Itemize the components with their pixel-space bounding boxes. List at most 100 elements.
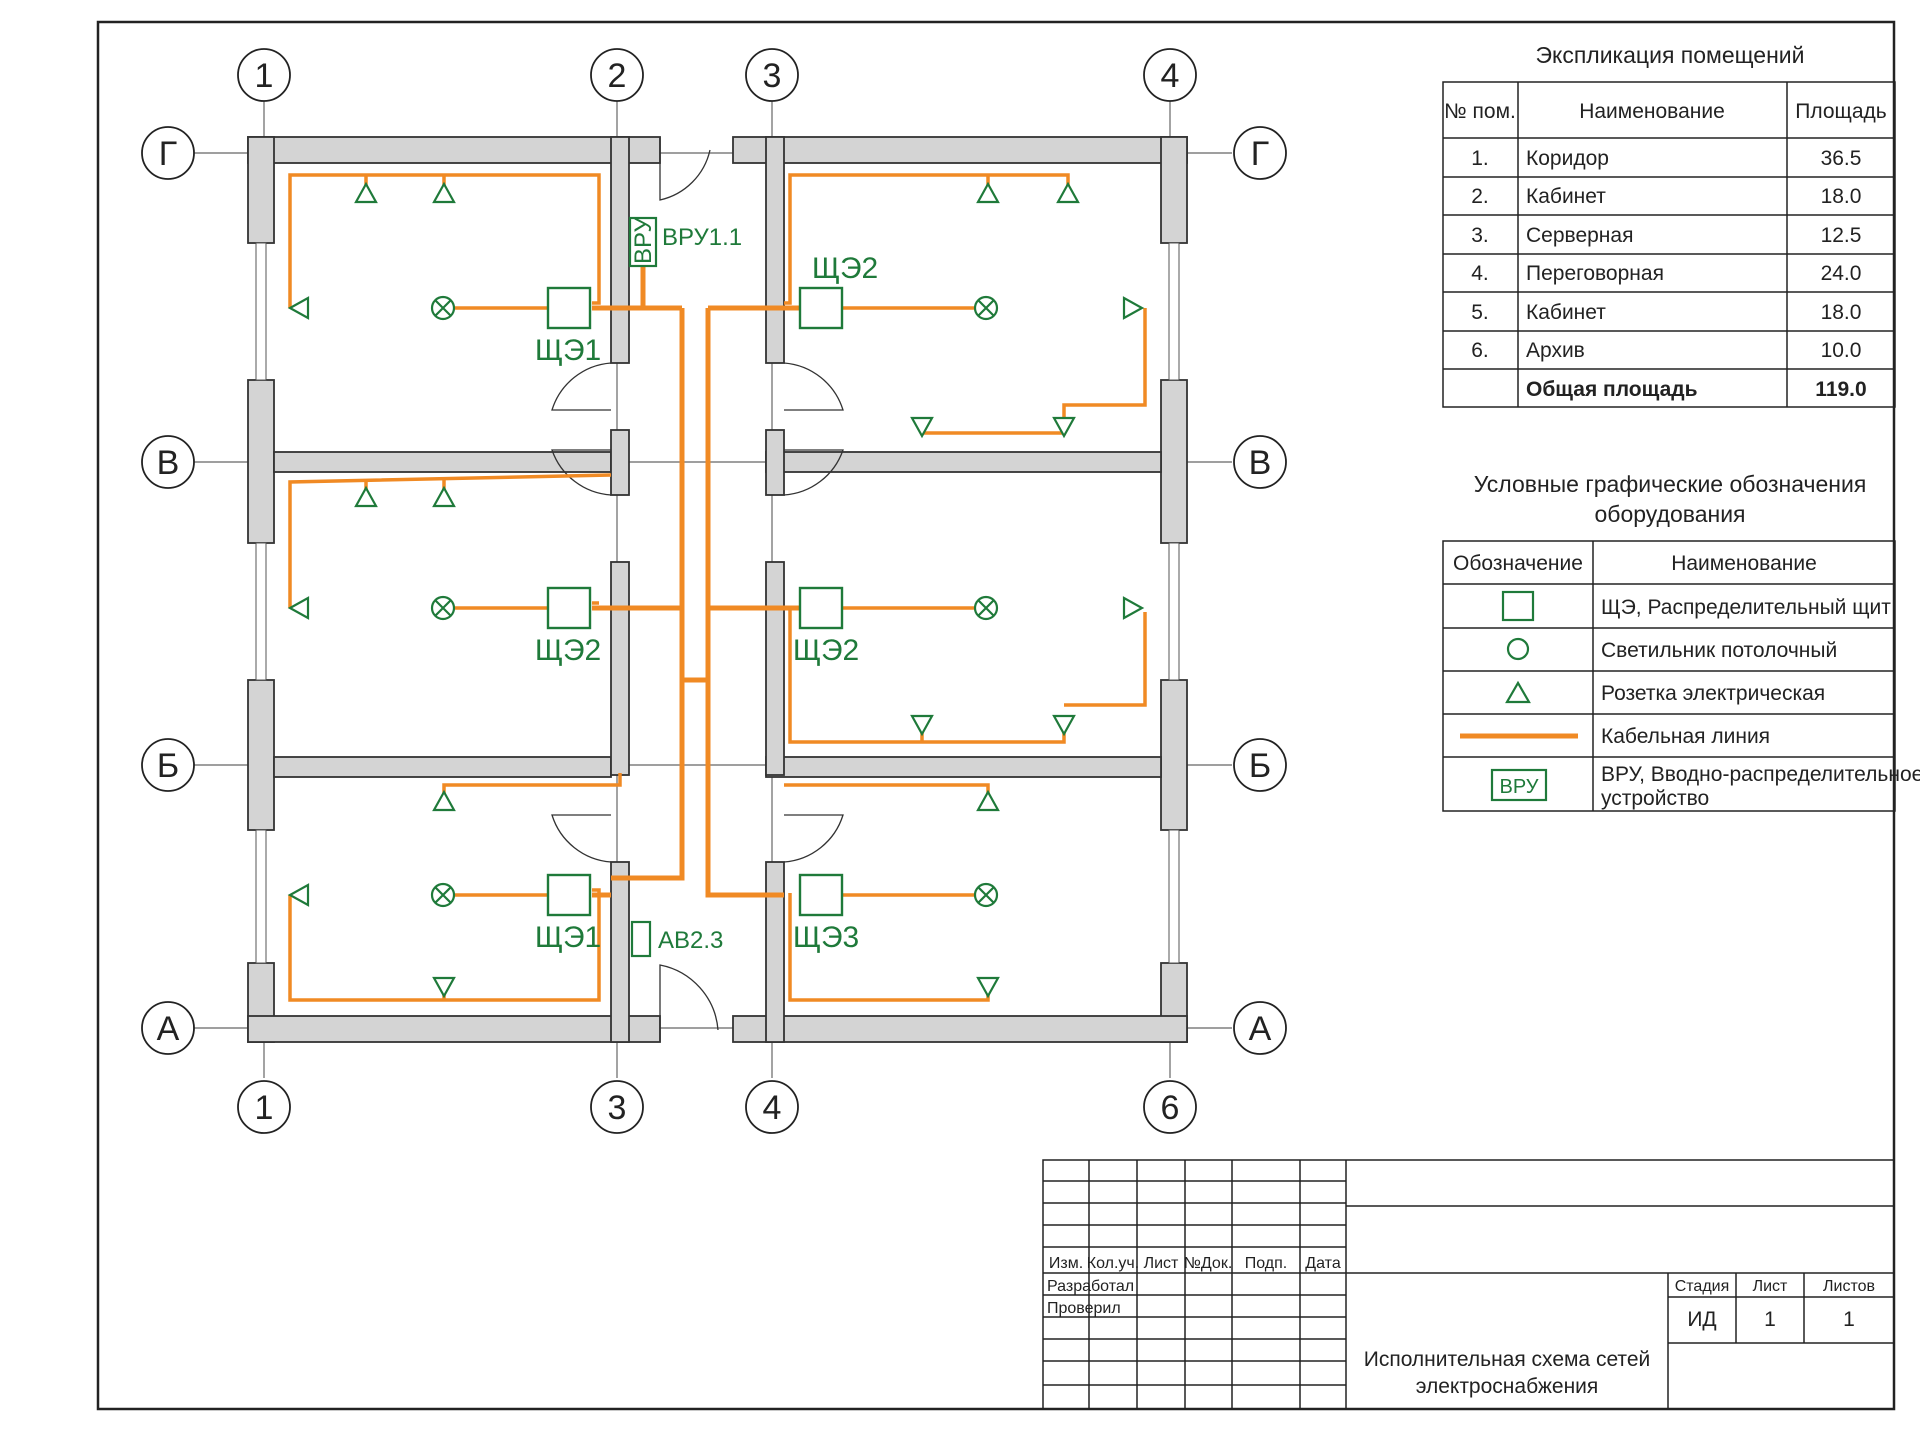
table-cell: 3. [1471,224,1489,247]
partition-right-lower [765,756,1162,778]
explication-frame [1442,81,1896,408]
grid-bubble-left-4 [141,1001,195,1055]
luminaire-icon [1506,637,1530,661]
drawing-frame [96,20,1896,1411]
table-cell: Серверная [1526,224,1633,247]
legend-text: Светильник потолочный [1601,639,1837,662]
table-cell: 18.0 [1821,301,1862,324]
grid-label-top-3: 3 [763,57,782,95]
title-block: Изм. Кол.уч. Лист №Док. Подп. Дата Разра… [1042,1159,1895,1410]
stage-value: 1 [1843,1308,1855,1331]
cable-branch [784,173,1070,305]
cable-riser-right [705,308,784,898]
title-block-header: Лист [1144,1255,1179,1272]
socket-icon [976,181,1000,204]
socket-icon [432,789,456,812]
legend-text: ЩЭ, Распределительный щит [1601,596,1891,619]
panel-icon [798,873,844,917]
vru-box-label: ВРУ [630,217,657,264]
grid-label-left-3: Б [157,747,179,785]
explication-title: Экспликация помещений [1535,42,1804,68]
table-cell: 4. [1471,262,1489,285]
window [1168,242,1180,381]
title-block-header: Кол.уч. [1087,1255,1139,1272]
vru-icon [628,216,658,268]
socket-icon [910,416,934,439]
explication-total-value: 119.0 [1815,378,1866,401]
grid-bubble-top-3 [745,48,799,102]
socket-icon [1122,596,1145,620]
distribution-panels [546,286,844,917]
wall-corridor-right [765,861,785,1043]
luminaires [430,295,999,908]
grid-bubble-right-2 [1233,435,1287,489]
table-cell: 6. [1471,339,1489,362]
legend-title-line1: Условные графические обозначения [1474,471,1867,497]
legend-frame [1442,540,1896,812]
panel-icon [798,286,844,330]
socket-icon [910,714,934,737]
luminaire-icon [430,882,456,908]
window [1168,829,1180,964]
cable-riser-left [611,308,685,881]
explication-header-name: Наименование [1579,100,1725,123]
socket-icon [1052,416,1076,439]
panel-label: ЩЭ3 [793,921,859,954]
grid-bubble-right-1 [1233,126,1287,180]
grid-label-right-3: Б [1249,747,1271,785]
wall-left-segment [247,136,275,244]
grid-bubble-right-3 [1233,738,1287,792]
title-block-header: Изм. [1049,1255,1083,1272]
explication-total-label: Общая площадь [1526,378,1698,401]
luminaire-icon [973,595,999,621]
panel-icon [1501,590,1535,622]
cable-branch [288,173,601,308]
wall-top-right [732,136,1188,164]
cable-branch [288,473,612,608]
luminaire-icon [430,295,456,321]
table-cell: Переговорная [1526,262,1664,285]
wall-corridor-right [765,561,785,776]
legend-vru-symbol-text: ВРУ [1500,776,1539,798]
door-swing [783,362,844,411]
grid-bubble-right-4 [1233,1001,1287,1055]
window [255,542,267,681]
cable-branch [288,888,601,1002]
wall-corridor-left [610,136,630,364]
socket-icon [1056,181,1080,204]
legend-header-symbol: Обозначение [1453,552,1583,575]
door-swing-entrance [659,137,711,201]
door-swing [551,814,612,863]
legend-text: ВРУ, Вводно-распределительное [1601,763,1920,786]
socket-icon [976,976,1000,999]
panel-label: ЩЭ1 [535,334,601,367]
partition-right-upper [765,451,1162,473]
stage-header: Стадия [1675,1278,1730,1295]
table-cell: 18.0 [1821,185,1862,208]
title-block-header: Дата [1305,1255,1341,1272]
grid-label-bottom-4: 6 [1161,1089,1180,1127]
grid-bubble-bottom-4 [1143,1080,1197,1134]
vru-label: ВРУ1.1 [662,224,742,251]
cable-branch [922,308,1147,435]
grid-bubble-left-2 [141,435,195,489]
windows [255,242,1180,964]
grid-bubble-left-3 [141,738,195,792]
table-cell: Архив [1526,339,1585,362]
socket-icon [432,485,456,508]
wall-corridor-left [610,861,630,1043]
title-block-developed: Разработал [1047,1278,1134,1295]
wall-top-left [247,136,661,164]
wall-corridor-right [765,429,785,496]
table-cell: 12.5 [1821,224,1862,247]
title-block-checked: Проверил [1047,1300,1121,1317]
legend-title-line2: оборудования [1595,501,1746,527]
panel-icon [546,286,592,330]
socket-icon [1122,296,1145,320]
grid-bubble-top-1 [237,48,291,102]
wall-left-segment [247,679,275,831]
socket-icon [432,181,456,204]
partition-left-upper [273,451,612,473]
wall-bottom-right [732,1015,1188,1043]
